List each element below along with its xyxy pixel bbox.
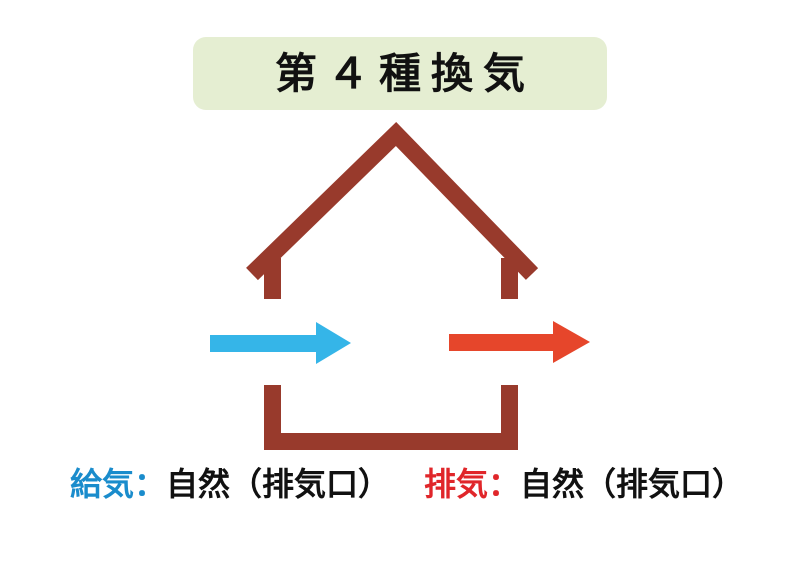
house-wall-left-upper [264, 258, 281, 299]
supply-arrow-icon [210, 322, 351, 364]
supply-label: 給気：自然（排気口） [70, 464, 390, 504]
title-box: 第４種換気 [193, 37, 607, 110]
supply-label-value: 自然（排気口） [166, 465, 391, 503]
house-floor [264, 433, 518, 450]
house-wall-right-upper [501, 258, 518, 299]
exhaust-label-value: 自然（排気口） [520, 465, 745, 503]
exhaust-label: 排気：自然（排気口） [424, 464, 744, 504]
supply-label-separator: ： [134, 465, 167, 503]
diagram-title: 第４種換気 [274, 48, 535, 98]
exhaust-arrow-icon [449, 321, 590, 363]
exhaust-label-key: 排気 [424, 465, 489, 503]
supply-label-key: 給気 [70, 465, 135, 503]
exhaust-label-separator: ： [488, 465, 521, 503]
house-roof [246, 121, 539, 281]
